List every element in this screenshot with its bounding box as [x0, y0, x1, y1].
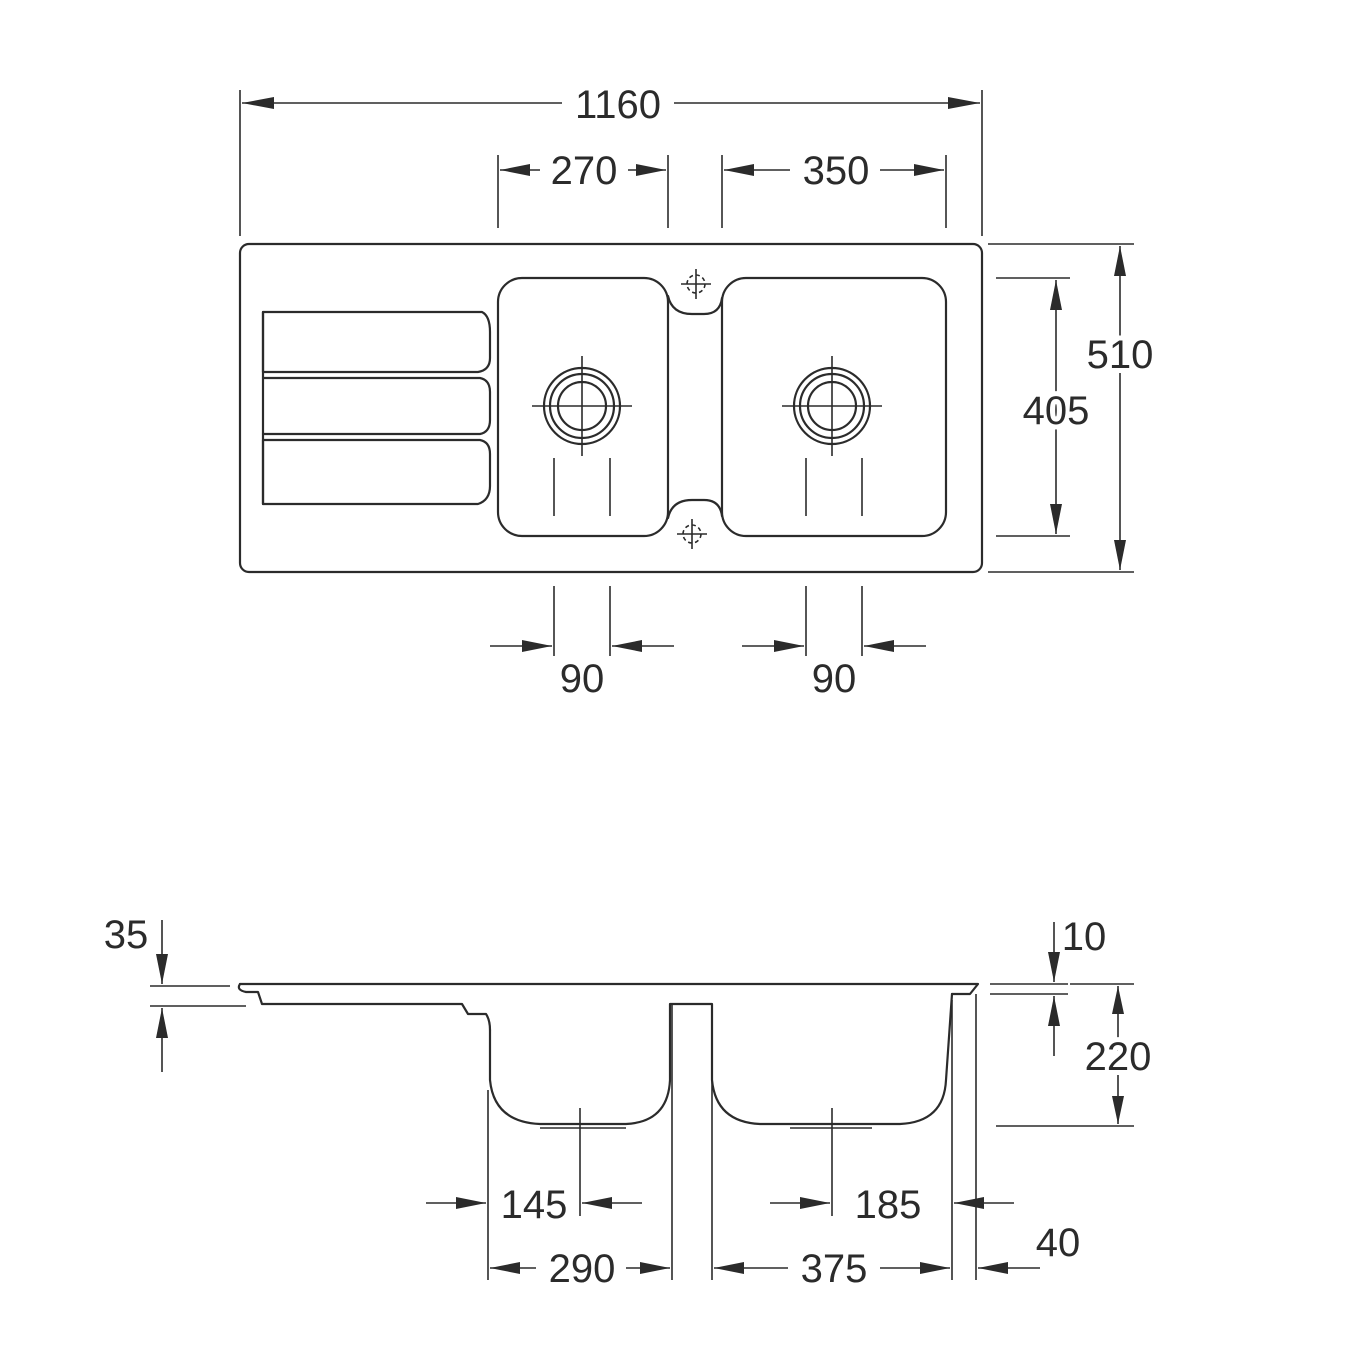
label-350: 350	[803, 149, 870, 193]
dim-side-drain1: 145	[426, 1183, 642, 1227]
drainboard-rib-3	[261, 438, 492, 506]
label-375: 375	[801, 1247, 868, 1291]
tap-hole-marker-top	[681, 269, 711, 299]
dim-drainboard-step: 35	[104, 913, 246, 1072]
dim-drain2-offset: 90	[742, 586, 926, 701]
label-290: 290	[549, 1247, 616, 1291]
bowl-2	[720, 276, 948, 538]
dim-side-bowl1-width: 290	[490, 1247, 670, 1291]
dim-side-bowl-depth: 220	[996, 983, 1156, 1127]
label-40: 40	[1036, 1221, 1081, 1265]
label-10: 10	[1062, 915, 1107, 959]
label-1160: 1160	[575, 83, 661, 127]
label-90-left: 90	[560, 657, 605, 701]
label-405: 405	[1023, 389, 1090, 433]
label-90-right: 90	[812, 657, 857, 701]
dim-drain1-offset: 90	[490, 586, 674, 701]
top-view: 1160 270 350 51	[238, 83, 1158, 701]
bowl-1-profile	[488, 992, 954, 1126]
drain-1	[532, 356, 632, 456]
dim-bowl1-width: 270	[497, 149, 669, 228]
bowl-bridge	[666, 294, 724, 316]
dim-overall-width: 1160	[239, 83, 983, 236]
drain-2	[782, 356, 882, 456]
dim-rim-thickness: 10	[990, 915, 1106, 1056]
dim-side-drain2: 185	[770, 1183, 921, 1227]
label-220: 220	[1085, 1035, 1152, 1079]
label-145: 145	[501, 1183, 568, 1227]
bowl-1	[496, 276, 670, 538]
sink-rim	[238, 982, 980, 996]
dim-edge-offset: 40	[954, 1197, 1080, 1274]
label-270: 270	[551, 149, 618, 193]
label-185: 185	[855, 1183, 922, 1227]
dim-side-bowl2-width: 375	[714, 1247, 950, 1291]
side-view: 35 10 220 145	[104, 913, 1157, 1291]
drainboard-rib-1	[261, 310, 492, 374]
sink-outline	[238, 242, 984, 574]
drainboard-rib-2	[261, 376, 492, 436]
label-510: 510	[1087, 333, 1154, 377]
dim-bowl-depth: 405	[996, 277, 1094, 537]
tap-hole-marker-bottom	[677, 519, 707, 549]
label-35: 35	[104, 913, 149, 957]
dim-bowl2-width: 350	[721, 149, 947, 228]
dim-overall-depth: 510	[988, 243, 1158, 573]
